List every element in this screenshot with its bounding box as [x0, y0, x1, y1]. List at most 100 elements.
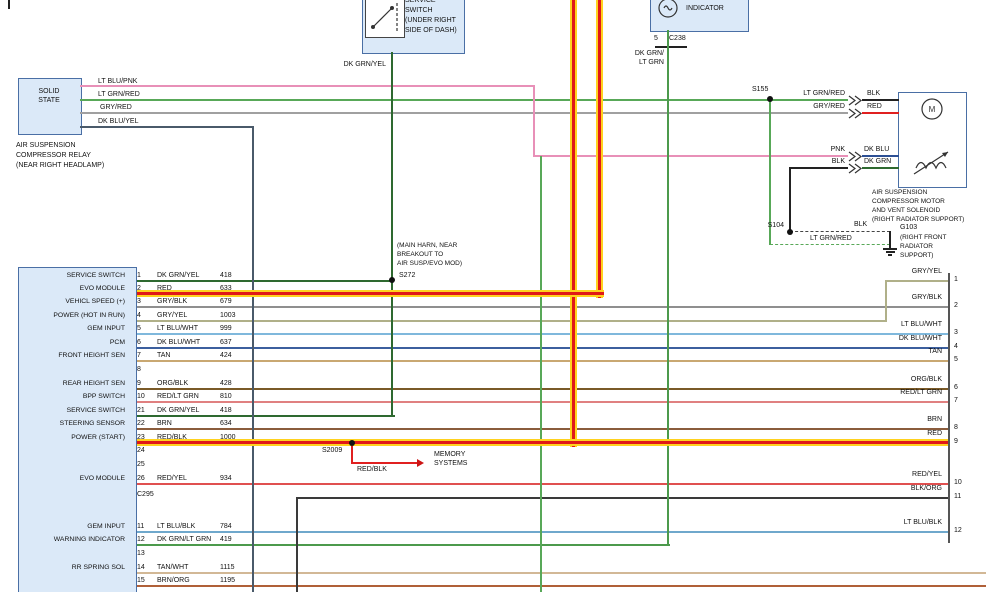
right-wire-label: BLK/ORG	[910, 485, 942, 492]
wire-brn-634	[137, 428, 948, 430]
ground-label-g103: G103	[900, 224, 918, 231]
wire-blk-ground	[790, 167, 848, 169]
relay-caption: COMPRESSOR RELAY	[16, 152, 91, 159]
wire-org-blk-428	[137, 388, 948, 390]
motor-wire-label: BLK	[831, 158, 845, 165]
right-wire-label: GRY/BLK	[911, 294, 942, 301]
right-pin-number: 10	[954, 479, 962, 486]
function-label: POWER (START)	[71, 434, 125, 441]
wire-blk-org	[297, 497, 948, 499]
evo-module-connector-box	[18, 267, 137, 592]
connector-row: 25	[137, 461, 145, 468]
relay-box-title: SOLID	[38, 88, 60, 95]
wire-lt-blu-blk-784	[137, 531, 948, 533]
compressor-relay-box	[18, 78, 82, 135]
wire-lt-grn-red	[80, 99, 848, 101]
function-label: SERVICE SWITCH	[66, 407, 125, 414]
function-label: BPP SWITCH	[82, 393, 125, 400]
c238-connector-tick	[655, 46, 687, 48]
inline-connector-icon	[848, 163, 862, 174]
right-wire-label: RED/YEL	[912, 471, 942, 478]
indicator-box-text: SUSPENSION	[686, 0, 732, 3]
compressor-motor-box	[898, 92, 967, 188]
wire-lt-grn-red-dashed-ground	[770, 244, 890, 245]
wire-gry-yel-1003	[137, 320, 887, 322]
right-wire-label: DK BLU/WHT	[898, 335, 942, 342]
wire-tan-424	[137, 360, 948, 362]
splice-label-s155: S155	[752, 86, 769, 93]
wire-lt-grn-red-s155-drop	[769, 99, 771, 245]
motor-caption: AIR SUSPENSION	[872, 189, 928, 196]
wire-grn-vertical-mid	[540, 156, 542, 592]
right-pin-number: 4	[954, 343, 958, 350]
switch-symbol-icon	[371, 3, 398, 31]
wire-blk-dashed-ground	[790, 231, 890, 232]
relay-caption: AIR SUSPENSION	[16, 142, 76, 149]
memory-systems-label: MEMORY	[434, 451, 466, 458]
function-label: GEM INPUT	[87, 523, 125, 530]
right-wire-label: RED	[927, 430, 942, 437]
wire-red-lt-grn-810	[137, 401, 948, 403]
wire-blk-org-drop	[296, 497, 298, 592]
function-label: PCM	[109, 339, 125, 346]
inline-connector-icon	[848, 95, 862, 106]
motor-wire-label: DK GRN	[864, 158, 892, 165]
right-pin-number: 1	[954, 276, 958, 283]
indicator-box-text: INDICATOR	[686, 5, 724, 12]
right-wire-label: RED/LT GRN	[900, 389, 942, 396]
wire-red-633-thick	[137, 290, 604, 297]
wire-gry-blk-679	[137, 306, 948, 308]
edge-wire-stub	[8, 0, 10, 9]
wire-blk-motor	[862, 99, 899, 101]
motor-caption: (RIGHT RADIATOR SUPPORT)	[872, 216, 965, 223]
function-label: WARNING INDICATOR	[53, 536, 125, 543]
wire-pnk	[533, 155, 848, 157]
relay-wire-label: GRY/RED	[100, 104, 132, 111]
inline-connector-icon	[848, 108, 862, 119]
indicator-pin: 5	[654, 35, 658, 42]
connector-name: C295	[137, 491, 154, 498]
right-wire-label: LT BLU/BLK	[903, 519, 942, 526]
motor-wire-label: PNK	[830, 146, 845, 153]
function-label: REAR HEIGHT SEN	[62, 380, 125, 387]
memory-wire-label: RED/BLK	[357, 466, 387, 473]
splice-label-s2009: S2009	[322, 447, 343, 454]
wire-gry-yel-right	[885, 280, 948, 282]
switch-box-text: (UNDER RIGHT	[405, 17, 456, 24]
function-label: POWER (HOT IN RUN)	[53, 312, 125, 319]
motor-caption: COMPRESSOR MOTOR	[872, 198, 945, 205]
ground-caption: RADIATOR	[900, 243, 933, 250]
suspension-indicator-box	[650, 0, 749, 32]
indicator-wire-label: LT GRN	[638, 59, 664, 66]
right-pin-number: 2	[954, 302, 958, 309]
relay-wire-label: LT BLU/PNK	[98, 78, 138, 85]
inline-connector-icon	[848, 151, 862, 162]
ground-stem	[889, 231, 891, 248]
indicator-wire-label: DK GRN/	[634, 50, 664, 57]
wire-red-blk-branch-drop	[351, 445, 353, 464]
indicator-lamp-icon	[658, 0, 678, 18]
wire-dk-grn-yel-418-b	[137, 415, 395, 417]
splice-dot-s272	[389, 277, 395, 283]
motor-wire-label: LT GRN/RED	[803, 90, 845, 97]
wire-red-blk-1000-thick	[137, 439, 948, 446]
switch-wire-label: DK GRN/YEL	[343, 61, 386, 68]
wire-dk-blu-yel-drop	[252, 126, 254, 592]
motor-wire-label: GRY/RED	[813, 103, 845, 110]
service-switch-symbol-box	[365, 0, 405, 38]
wire-thick-vertical-start	[570, 0, 577, 447]
wire-lt-blu-wht-999	[137, 333, 948, 335]
s272-note: AIR SUSP/EVO MOD)	[397, 260, 463, 267]
right-wire-label: BRN	[927, 416, 942, 423]
wire-dk-blu-yel	[80, 126, 253, 128]
wire-dk-blu-wht-637	[137, 347, 948, 349]
